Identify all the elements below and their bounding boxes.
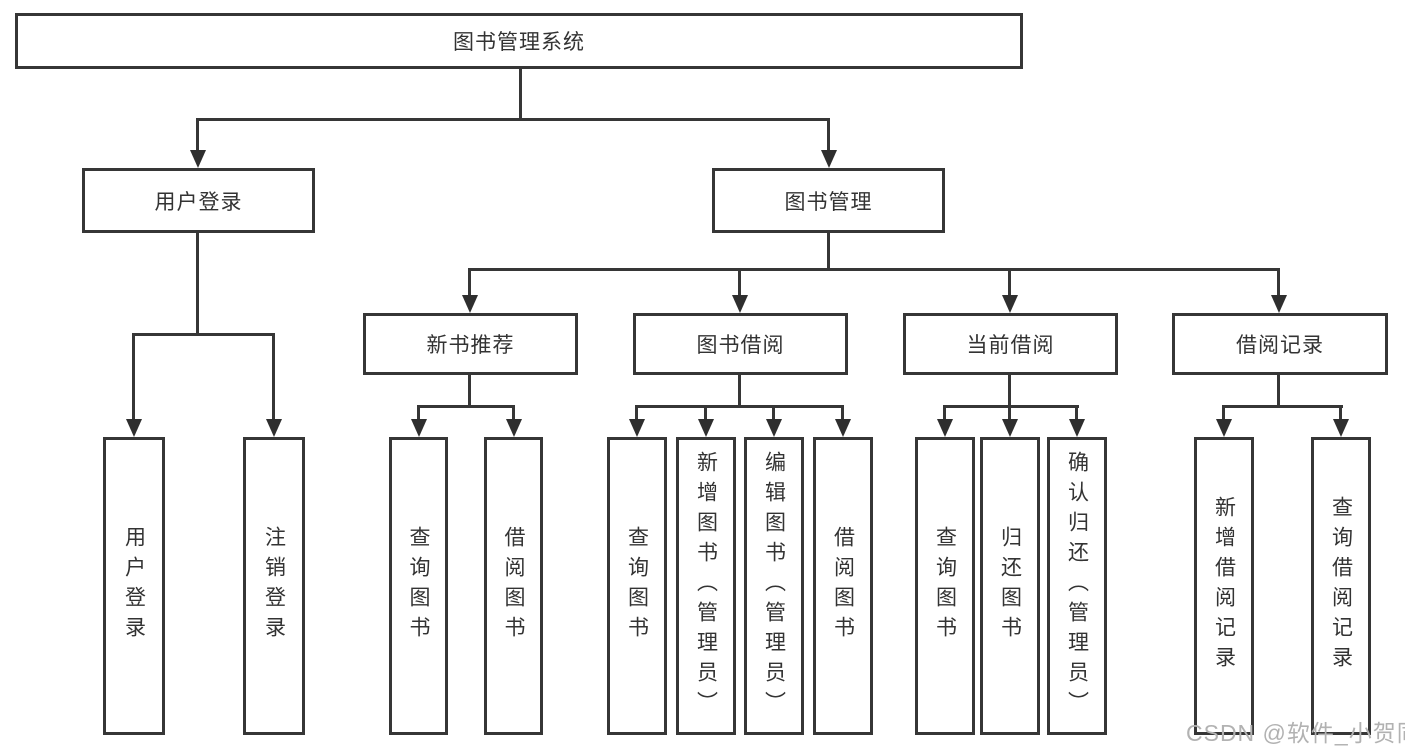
node-current-borrow: 当前借阅 [903, 313, 1118, 375]
edge-drop-nb-borrow [512, 405, 515, 421]
edge-drop-book-borrow [738, 268, 741, 297]
arrowhead-nb-borrow [506, 419, 522, 437]
arrowhead-borrow-record [1271, 295, 1287, 313]
node-leaf-bb-edit-books-label: 编辑图书（管理员） [762, 451, 786, 721]
arrowhead-bb-add [698, 419, 714, 437]
edge-drop-bb-borrow [841, 405, 844, 421]
arrowhead-br-add [1216, 419, 1232, 437]
arrowhead-cb-return [1002, 419, 1018, 437]
node-leaf-nb-query-books-label: 查询图书 [407, 526, 430, 646]
node-leaf-cb-confirm-return: 确认归还（管理员） [1047, 437, 1107, 735]
node-leaf-bb-borrow-books: 借阅图书 [813, 437, 873, 735]
node-leaf-br-add-record-label: 新增借阅记录 [1212, 496, 1236, 676]
node-leaf-cb-return-books: 归还图书 [980, 437, 1040, 735]
node-leaf-bb-query-books: 查询图书 [607, 437, 667, 735]
node-leaf-user-login-label: 用户登录 [122, 526, 146, 646]
arrowhead-leaf-login [126, 419, 142, 437]
edge-drop-current-borrow [1008, 268, 1011, 297]
edge-borrow-record-stem [1277, 375, 1280, 408]
edge-drop-leaf-logout [272, 333, 275, 421]
node-leaf-bb-query-books-label: 查询图书 [625, 526, 649, 646]
edge-drop-bb-edit [772, 405, 775, 421]
node-borrow-record-label: 借阅记录 [1236, 334, 1324, 357]
arrowhead-current-borrow [1002, 295, 1018, 313]
edge-root-bar [196, 118, 830, 121]
node-root-label: 图书管理系统 [453, 31, 585, 54]
edge-current-borrow-bar [943, 405, 1079, 408]
node-leaf-cb-query-books-label: 查询图书 [933, 526, 957, 646]
node-user-login: 用户登录 [82, 168, 315, 233]
node-leaf-user-login: 用户登录 [103, 437, 165, 735]
edge-drop-br-add [1222, 405, 1225, 421]
node-current-borrow-label: 当前借阅 [966, 334, 1055, 357]
edge-drop-cb-return [1008, 405, 1011, 421]
node-leaf-bb-edit-books: 编辑图书（管理员） [744, 437, 804, 735]
arrowhead-leaf-logout [266, 419, 282, 437]
node-leaf-cb-query-books: 查询图书 [915, 437, 975, 735]
node-leaf-bb-add-books-label: 新增图书（管理员） [694, 451, 718, 721]
node-user-login-label: 用户登录 [154, 190, 243, 214]
edge-drop-cb-confirm [1075, 405, 1078, 421]
edge-user-login-stem [196, 233, 199, 335]
edge-drop-leaf-login [132, 333, 135, 421]
edge-drop-br-query [1339, 405, 1342, 421]
node-leaf-br-query-record-label: 查询借阅记录 [1329, 496, 1353, 676]
edge-new-book-stem [468, 375, 471, 408]
node-root: 图书管理系统 [15, 13, 1023, 69]
node-leaf-cb-confirm-return-label: 确认归还（管理员） [1065, 451, 1089, 721]
edge-root-drop-user-login [196, 118, 199, 151]
edge-drop-borrow-record [1277, 268, 1280, 297]
arrowhead-br-query [1333, 419, 1349, 437]
arrowhead-cb-confirm [1069, 419, 1085, 437]
arrowhead-bb-query [629, 419, 645, 437]
node-leaf-logout-label: 注销登录 [262, 526, 286, 646]
edge-root-stem [519, 69, 522, 121]
arrowhead-book-mgmt [821, 150, 837, 168]
edge-book-mgmt-bar [468, 268, 1280, 271]
edge-book-borrow-stem [738, 375, 741, 408]
node-leaf-br-add-record: 新增借阅记录 [1194, 437, 1254, 735]
node-book-borrow-label: 图书借阅 [696, 334, 785, 357]
node-leaf-bb-borrow-books-label: 借阅图书 [831, 526, 855, 646]
arrowhead-cb-query [937, 419, 953, 437]
edge-root-drop-book-mgmt [827, 118, 830, 151]
node-leaf-nb-query-books: 查询图书 [389, 437, 448, 735]
arrowhead-nb-query [411, 419, 427, 437]
node-leaf-nb-borrow-books-label: 借阅图书 [502, 526, 525, 646]
arrowhead-book-borrow [732, 295, 748, 313]
node-book-mgmt-label: 图书管理 [784, 190, 873, 214]
edge-drop-nb-query [417, 405, 420, 421]
edge-book-mgmt-stem [827, 233, 830, 271]
edge-drop-bb-query [635, 405, 638, 421]
edge-drop-cb-query [943, 405, 946, 421]
edge-new-book-bar [417, 405, 515, 408]
csdn-watermark: CSDN @软件_小贺同学 [1186, 720, 1405, 746]
node-new-book-rec-label: 新书推荐 [426, 334, 515, 357]
arrowhead-bb-edit [766, 419, 782, 437]
node-leaf-logout: 注销登录 [243, 437, 305, 735]
edge-drop-new-book [468, 268, 471, 297]
node-new-book-rec: 新书推荐 [363, 313, 578, 375]
edge-current-borrow-stem [1008, 375, 1011, 408]
node-leaf-br-query-record: 查询借阅记录 [1311, 437, 1371, 735]
edge-book-borrow-bar [635, 405, 844, 408]
node-book-borrow: 图书借阅 [633, 313, 848, 375]
edge-drop-bb-add [704, 405, 707, 421]
edge-user-login-bar [132, 333, 274, 336]
node-leaf-cb-return-books-label: 归还图书 [998, 526, 1022, 646]
edge-borrow-record-bar [1222, 405, 1343, 408]
arrowhead-bb-borrow [835, 419, 851, 437]
arrowhead-user-login [190, 150, 206, 168]
node-leaf-nb-borrow-books: 借阅图书 [484, 437, 543, 735]
arrowhead-new-book [462, 295, 478, 313]
node-borrow-record: 借阅记录 [1172, 313, 1388, 375]
node-book-mgmt: 图书管理 [712, 168, 945, 233]
node-leaf-bb-add-books: 新增图书（管理员） [676, 437, 736, 735]
